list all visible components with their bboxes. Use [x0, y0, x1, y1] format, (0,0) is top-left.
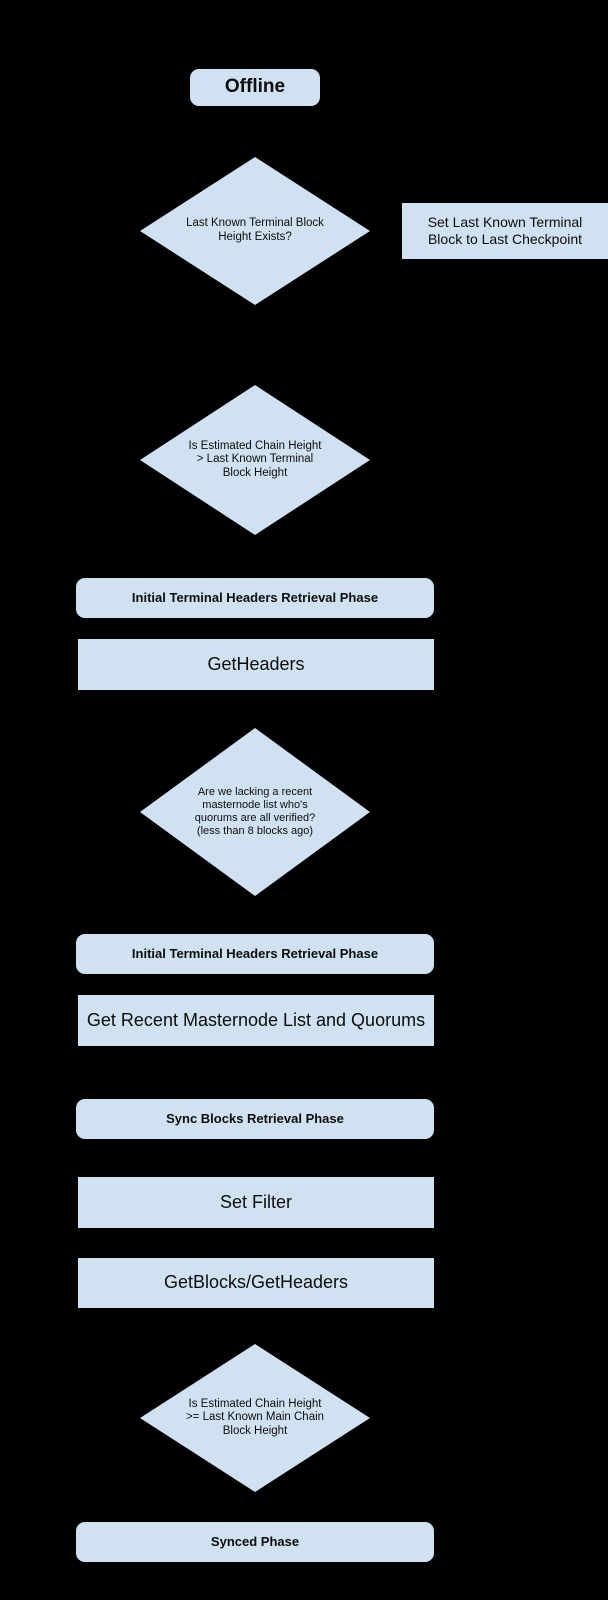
node-decision-estimated-gt-terminal[interactable]: Is Estimated Chain Height > Last Known T… — [140, 385, 370, 535]
node-phase-initial-terminal-headers-1[interactable]: Initial Terminal Headers Retrieval Phase — [76, 578, 434, 618]
connector-phase2-to-mnlist — [254, 974, 255, 995]
connector-syncphase-to-setfilter — [254, 1139, 255, 1177]
node-get-blocks-get-headers[interactable]: GetBlocks/GetHeaders — [78, 1258, 434, 1308]
node-phase-sync-blocks-label: Sync Blocks Retrieval Phase — [166, 1111, 344, 1127]
node-phase-synced[interactable]: Synced Phase — [76, 1522, 434, 1562]
node-phase-initial-terminal-headers-1-label: Initial Terminal Headers Retrieval Phase — [131, 590, 379, 606]
connector-getblocks-to-d4 — [254, 1308, 255, 1344]
node-decision-terminal-height-exists[interactable]: Last Known Terminal Block Height Exists? — [140, 157, 370, 305]
node-get-headers-label: GetHeaders — [207, 653, 305, 674]
connector-phase1-to-getheaders — [254, 618, 255, 639]
connector-start-to-d1 — [254, 105, 255, 157]
node-decision-estimated-gte-main-label: Is Estimated Chain Height >= Last Known … — [185, 1397, 325, 1437]
connector-getheaders-to-d3 — [254, 690, 255, 728]
connector-d3-to-phase2 — [254, 896, 255, 934]
connector-setfilter-to-getblocks — [254, 1228, 255, 1258]
connector-d2-to-phase1 — [254, 535, 255, 578]
connector-mnlist-to-syncphase — [254, 1046, 255, 1099]
node-offline[interactable]: Offline — [190, 69, 320, 106]
node-phase-synced-label: Synced Phase — [210, 1534, 300, 1550]
node-set-filter-label: Set Filter — [219, 1191, 293, 1212]
node-set-filter[interactable]: Set Filter — [78, 1177, 434, 1228]
node-get-recent-masternode-list-label: Get Recent Masternode List and Quorums — [86, 1009, 426, 1030]
connector-d4-to-synced — [254, 1492, 255, 1522]
node-offline-label: Offline — [224, 76, 286, 98]
node-phase-sync-blocks[interactable]: Sync Blocks Retrieval Phase — [76, 1099, 434, 1139]
node-phase-initial-terminal-headers-2[interactable]: Initial Terminal Headers Retrieval Phase — [76, 934, 434, 974]
node-set-last-known-terminal[interactable]: Set Last Known Terminal Block to Last Ch… — [402, 203, 608, 259]
node-decision-terminal-height-exists-label: Last Known Terminal Block Height Exists? — [186, 217, 324, 243]
connector-d1-to-d2 — [254, 305, 255, 385]
node-get-blocks-get-headers-label: GetBlocks/GetHeaders — [163, 1272, 349, 1293]
node-set-last-known-terminal-label: Set Last Known Terminal Block to Last Ch… — [427, 214, 583, 247]
node-decision-estimated-gte-main[interactable]: Is Estimated Chain Height >= Last Known … — [140, 1344, 370, 1492]
node-decision-masternode-list[interactable]: Are we lacking a recent masternode list … — [140, 728, 370, 896]
node-decision-estimated-gt-terminal-label: Is Estimated Chain Height > Last Known T… — [188, 439, 322, 479]
node-decision-masternode-list-label: Are we lacking a recent masternode list … — [194, 786, 316, 837]
node-get-recent-masternode-list[interactable]: Get Recent Masternode List and Quorums — [78, 995, 434, 1046]
node-phase-initial-terminal-headers-2-label: Initial Terminal Headers Retrieval Phase — [131, 946, 379, 962]
node-get-headers[interactable]: GetHeaders — [78, 639, 434, 690]
